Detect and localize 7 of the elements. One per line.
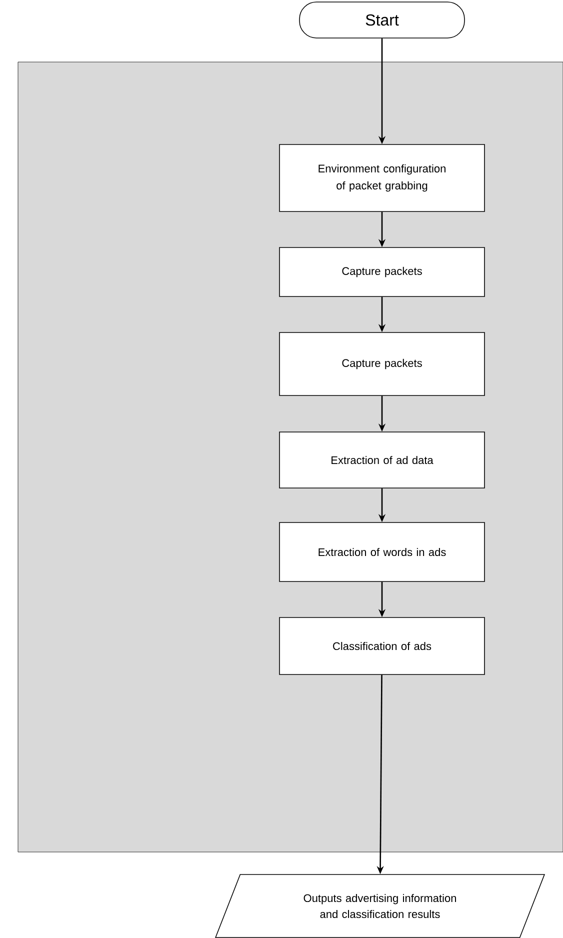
process-box: Capture packets xyxy=(279,247,485,297)
process-box: Environment configuration of packet grabbing xyxy=(279,144,485,212)
process-box: Extraction of words in ads xyxy=(279,522,485,582)
start-terminal: Start xyxy=(299,2,465,38)
process-box: Classification of ads xyxy=(279,617,485,675)
process-box: Capture packets xyxy=(279,332,485,396)
process-box: Extraction of ad data xyxy=(279,432,485,488)
